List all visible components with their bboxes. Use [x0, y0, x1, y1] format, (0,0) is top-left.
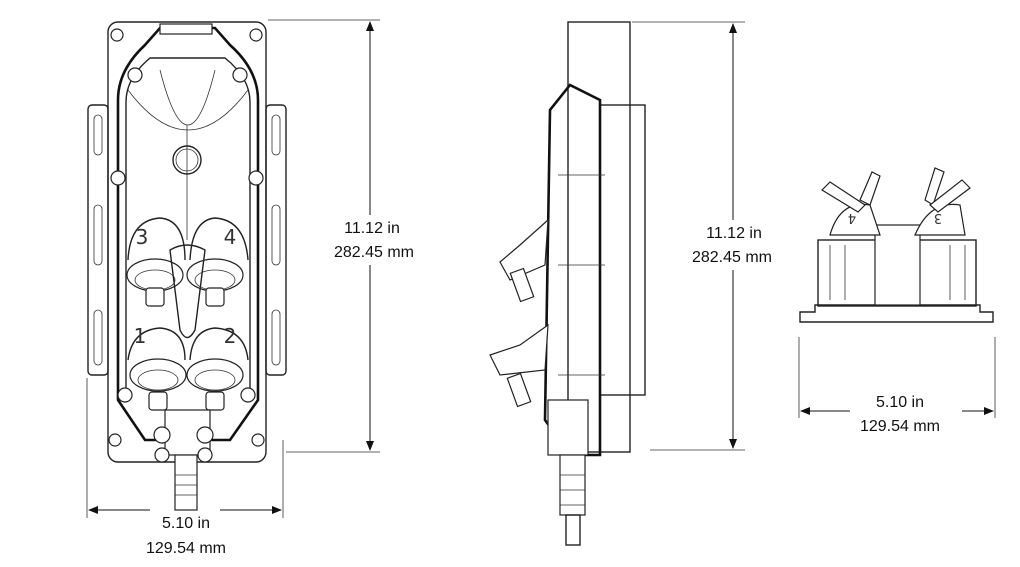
left-mounting-flange [87, 104, 109, 376]
base-plate [799, 304, 994, 323]
top-latch [159, 23, 213, 35]
side-port-upper [499, 218, 549, 303]
side-height-dimension: 11.12 in 282.45 mm [632, 21, 772, 451]
dimension-imperial: 11.12 in [706, 225, 762, 242]
cable-guide [169, 244, 206, 339]
dimension-metric: 129.54 mm [146, 540, 226, 557]
end-port-label-4: 4 [848, 210, 856, 225]
port-1 [127, 327, 187, 411]
port-label-1: 1 [134, 324, 147, 348]
enclosure-body [116, 26, 260, 442]
bolts [108, 28, 265, 447]
side-cable-entry [547, 399, 589, 456]
end-view: 4 3 5.10 in 129.54 mm [798, 167, 996, 435]
dimension-imperial: 5.10 in [876, 394, 924, 411]
dimension-imperial: 11.12 in [344, 220, 400, 237]
front-view: 3 4 1 2 11.12 in 282.45 mm 5.10 in 129.5… [86, 19, 414, 557]
flange-side [599, 104, 646, 396]
dimension-imperial: 5.10 in [162, 515, 210, 532]
right-mounting-flange [265, 104, 287, 376]
front-width-dimension: 5.10 in 129.54 mm [86, 378, 284, 557]
port-3 [126, 217, 186, 307]
dimension-metric: 282.45 mm [692, 249, 772, 266]
port-label-2: 2 [224, 324, 237, 348]
dimension-metric: 129.54 mm [860, 418, 940, 435]
enclosure-side [543, 83, 602, 457]
end-width-dimension: 5.10 in 129.54 mm [798, 337, 996, 435]
port-2 [186, 327, 249, 411]
front-height-dimension: 11.12 in 282.45 mm [268, 19, 414, 453]
side-view: 11.12 in 282.45 mm [489, 21, 772, 546]
port-label-4: 4 [224, 225, 237, 249]
end-port-label-3: 3 [934, 210, 942, 225]
bottom-cable-entry [153, 409, 214, 511]
port-4 [186, 217, 249, 307]
cable-stub [565, 514, 581, 546]
side-port-lower [489, 323, 549, 408]
port-label-3: 3 [136, 225, 149, 249]
dimension-metric: 282.45 mm [334, 244, 414, 261]
